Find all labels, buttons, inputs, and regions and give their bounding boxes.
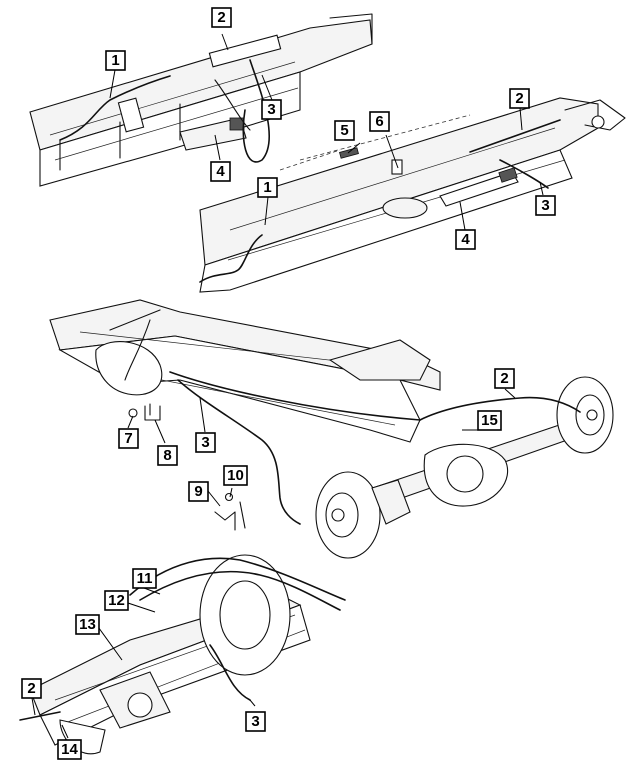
svg-text:1: 1 (111, 52, 119, 69)
svg-text:1: 1 (263, 179, 271, 196)
callout-axle-10: 10 (223, 465, 248, 486)
callout-axle-9: 9 (188, 481, 209, 502)
cable-1-middle (199, 234, 263, 283)
cable-2-middle (469, 119, 561, 153)
cable-2-bottom (19, 711, 61, 721)
callout-bot-12: 12 (104, 590, 129, 611)
svg-text:3: 3 (201, 434, 209, 451)
callout-bot-14: 14 (57, 739, 82, 760)
cable-3-bottom (209, 644, 251, 701)
callout-axle-7: 7 (118, 428, 139, 449)
svg-text:9: 9 (194, 483, 202, 500)
frame-view-top (29, 13, 373, 187)
bracket-8 (144, 403, 161, 421)
callout-bot-2: 2 (21, 678, 42, 699)
svg-text:3: 3 (267, 101, 275, 118)
cable-bot-upper (129, 557, 346, 601)
callouts: 1 2 3 4 1 2 3 4 5 6 2 3 7 8 9 10 15 2 3 … (21, 7, 556, 760)
bracket-9 (214, 501, 246, 531)
svg-text:2: 2 (500, 370, 508, 387)
svg-text:14: 14 (61, 741, 78, 758)
callout-top-1: 1 (105, 50, 126, 71)
callout-mid-6: 6 (369, 111, 390, 132)
left-brake-drum (315, 471, 381, 559)
leader-lines (31, 33, 544, 739)
frame-view-middle (199, 97, 626, 293)
callout-mid-3: 3 (535, 195, 556, 216)
cable-3-top (242, 59, 271, 163)
callout-mid-2: 2 (509, 88, 530, 109)
svg-text:4: 4 (461, 231, 470, 248)
rear-brake-backing-plate (199, 554, 291, 676)
svg-text:13: 13 (79, 616, 96, 633)
cable-1-top (59, 75, 171, 141)
callout-mid-4: 4 (455, 229, 476, 250)
callout-top-3: 3 (261, 99, 282, 120)
callout-axle-3: 3 (195, 432, 216, 453)
rear-suspension-view (19, 554, 346, 755)
cable-3-middle (499, 159, 549, 189)
cable-2-axle (419, 396, 581, 421)
svg-text:10: 10 (227, 467, 244, 484)
svg-text:2: 2 (27, 680, 35, 697)
right-brake-drum (556, 376, 614, 454)
svg-text:7: 7 (124, 430, 132, 447)
svg-text:2: 2 (515, 90, 523, 107)
chassis-axle-view (49, 299, 614, 559)
callout-axle-8: 8 (157, 445, 178, 466)
svg-text:3: 3 (541, 197, 549, 214)
callout-mid-1: 1 (257, 177, 278, 198)
svg-text:4: 4 (216, 163, 225, 180)
callout-bot-3: 3 (245, 711, 266, 732)
callout-axle-2: 2 (494, 368, 515, 389)
svg-text:3: 3 (251, 713, 259, 730)
callout-top-4: 4 (210, 161, 231, 182)
svg-text:15: 15 (481, 412, 498, 429)
callout-top-2: 2 (211, 7, 232, 28)
svg-text:2: 2 (217, 9, 225, 26)
differential (423, 443, 509, 507)
svg-text:8: 8 (163, 447, 171, 464)
svg-text:6: 6 (375, 113, 383, 130)
svg-text:11: 11 (137, 570, 153, 587)
callout-axle-15: 15 (477, 410, 502, 431)
svg-text:5: 5 (340, 122, 348, 139)
svg-text:12: 12 (108, 592, 125, 609)
callout-mid-5: 5 (334, 120, 355, 141)
cable-3-axle (177, 379, 301, 525)
callout-bot-13: 13 (75, 614, 100, 635)
callout-bot-11: 11 (132, 568, 157, 589)
